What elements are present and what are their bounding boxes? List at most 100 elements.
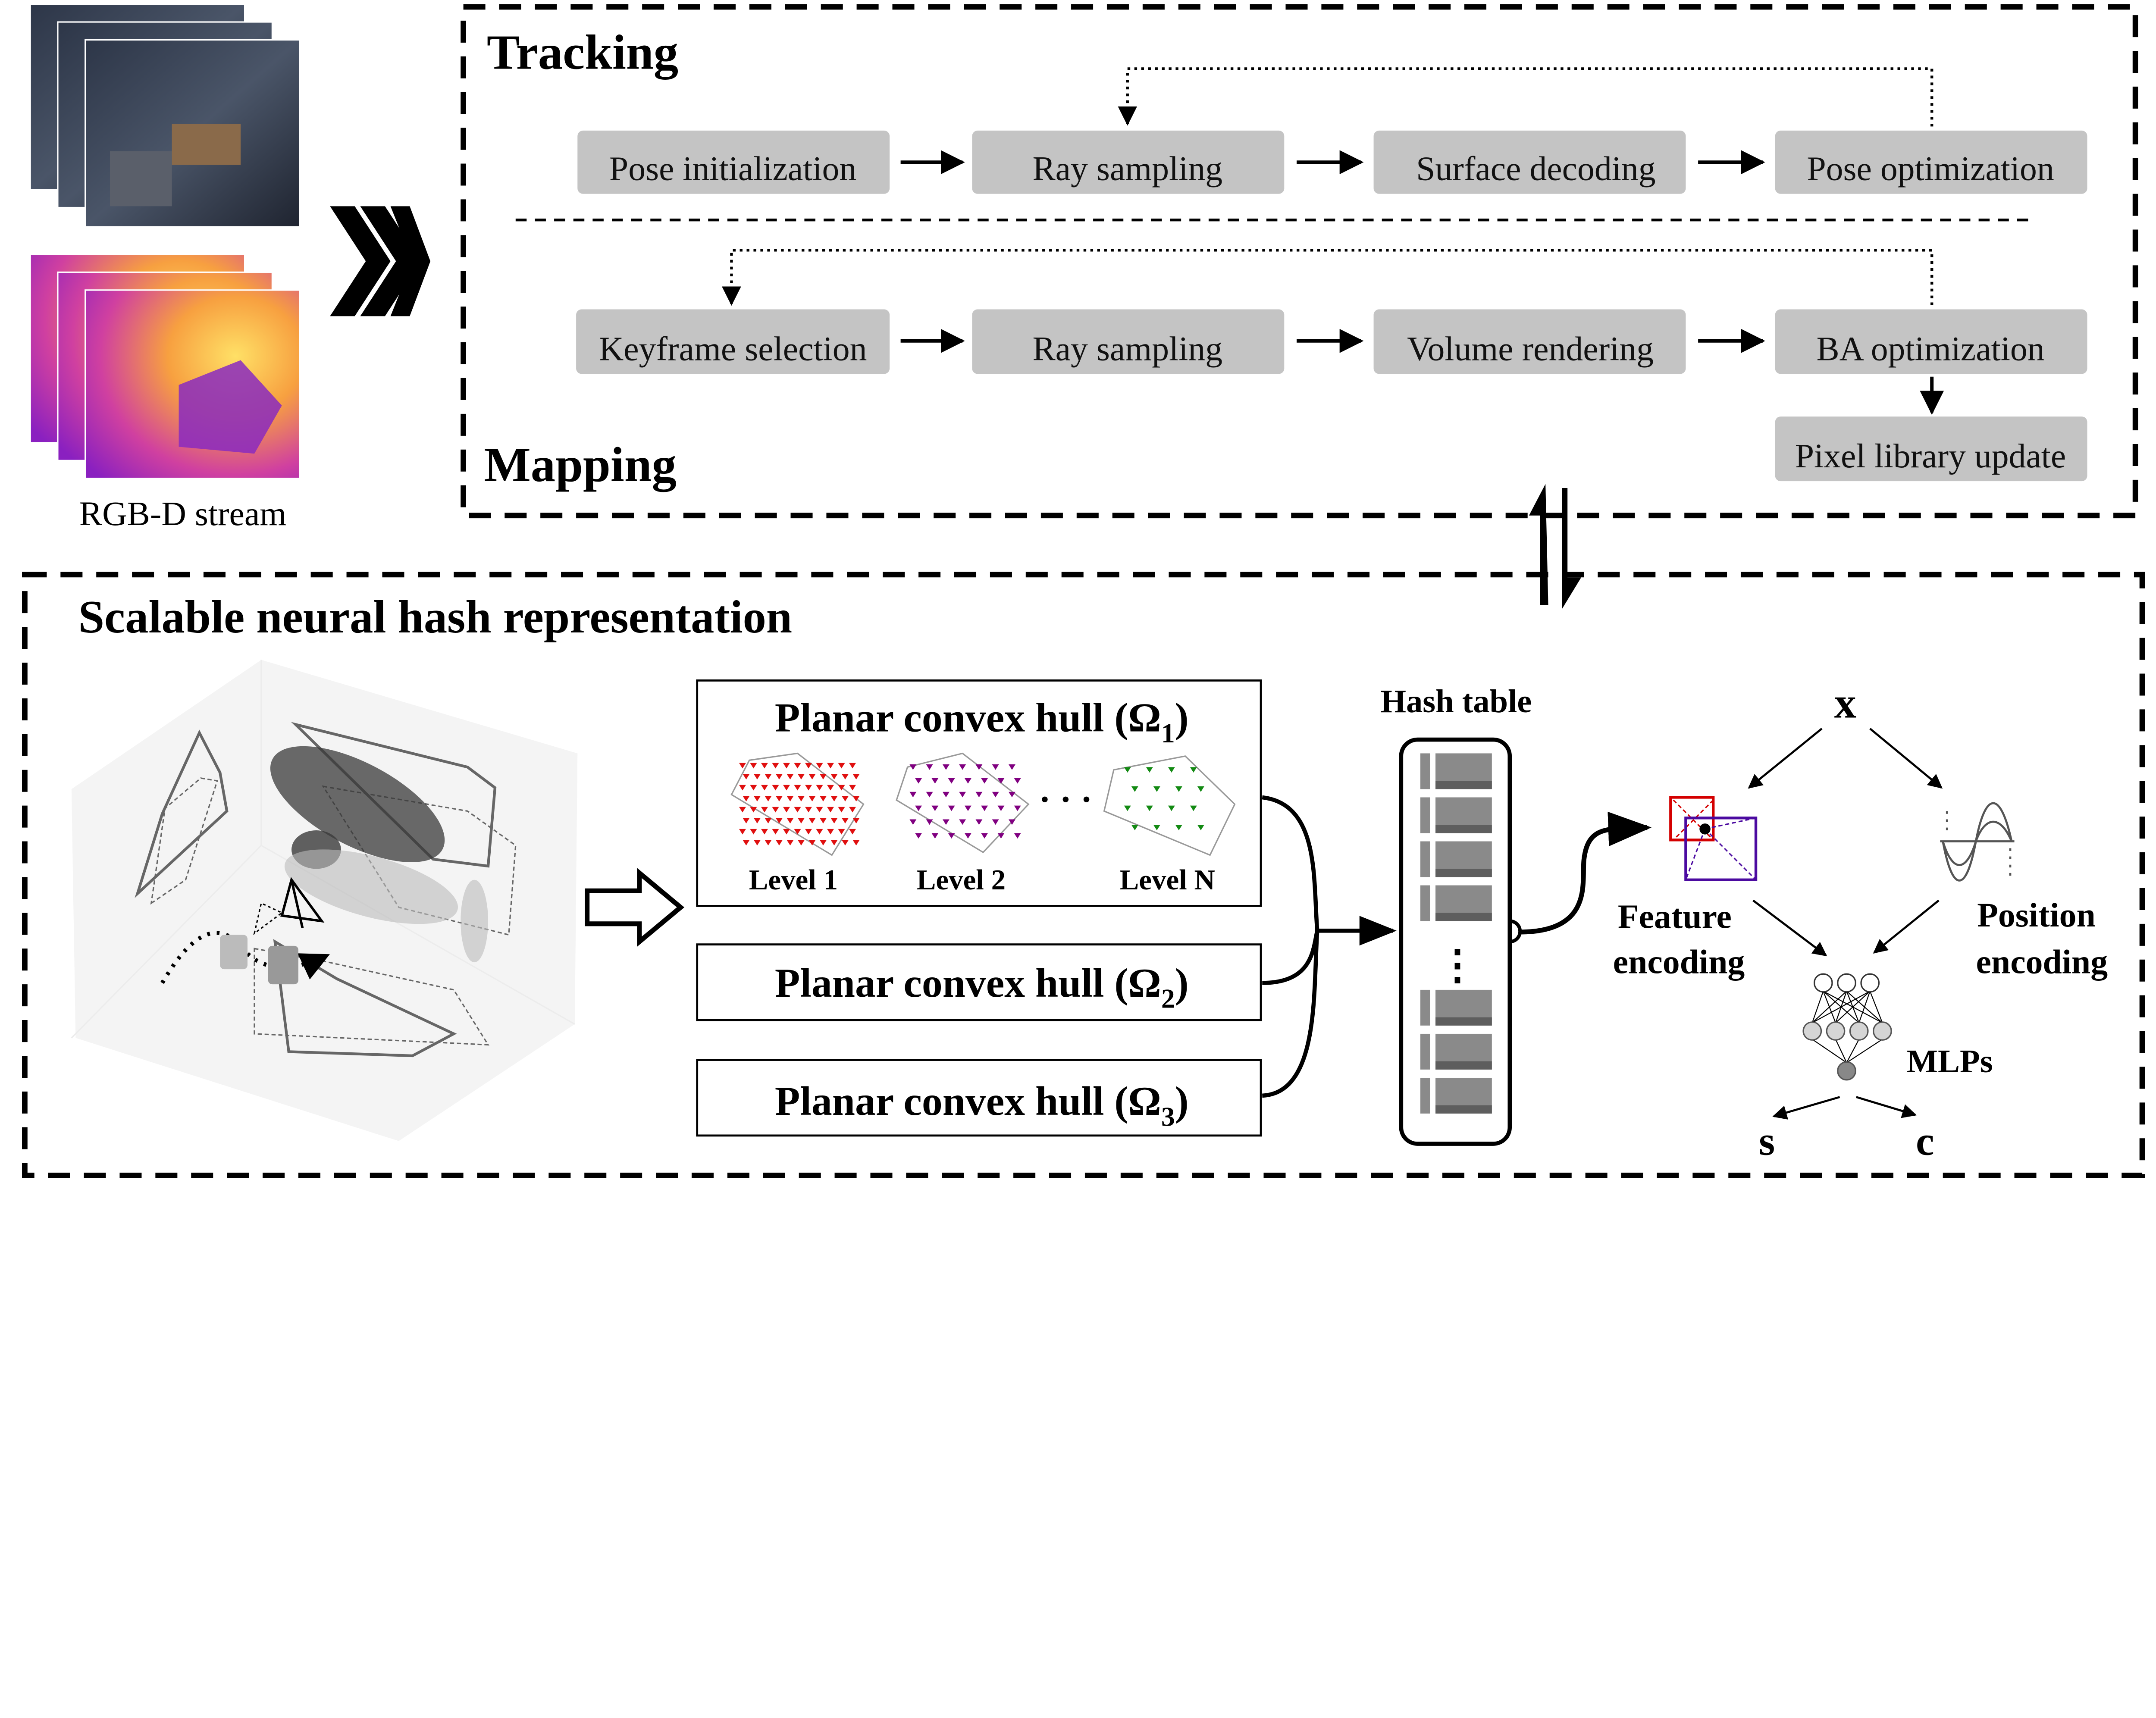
hash-to-feature-arrow bbox=[1519, 811, 1652, 935]
camera-frustum-icon bbox=[280, 877, 325, 929]
hash-entry-key bbox=[1420, 1077, 1430, 1114]
mapping-title: Mapping bbox=[484, 437, 677, 492]
mapping-feedback-arrow bbox=[722, 249, 1934, 306]
representation-title: Scalable neural hash representation bbox=[78, 591, 792, 643]
sample-point bbox=[849, 763, 856, 769]
sample-point bbox=[1131, 786, 1138, 792]
mlp-input-node bbox=[1813, 973, 1833, 993]
position-encoding-label: Position bbox=[1977, 896, 2096, 934]
sample-point bbox=[997, 778, 1005, 784]
sample-point bbox=[838, 807, 845, 813]
sample-point bbox=[761, 785, 768, 791]
level-2-label: Level 2 bbox=[917, 864, 1006, 896]
sample-point bbox=[761, 807, 768, 813]
sample-point bbox=[798, 818, 805, 824]
sample-point bbox=[753, 818, 761, 824]
level-1-label: Level 1 bbox=[749, 864, 838, 896]
step-label: Surface decoding bbox=[1416, 150, 1655, 188]
sample-point bbox=[948, 805, 955, 811]
step-label: Volume rendering bbox=[1407, 330, 1654, 368]
mlp-hidden-node bbox=[1826, 1021, 1846, 1041]
sample-point bbox=[964, 778, 971, 784]
sample-point bbox=[942, 792, 950, 798]
sample-point bbox=[975, 792, 983, 798]
mlp-network-icon bbox=[1802, 973, 1892, 1081]
mlp-input-node bbox=[1860, 973, 1880, 993]
sample-point bbox=[753, 840, 761, 846]
hash-entry-key bbox=[1420, 1033, 1430, 1070]
sample-point bbox=[772, 807, 779, 813]
sample-point bbox=[852, 818, 860, 824]
hull-title-2: Planar convex hull (Ω2) bbox=[775, 960, 1189, 1014]
feature-encoding-label: encoding bbox=[1613, 943, 1745, 981]
sample-point bbox=[816, 785, 823, 791]
sample-point bbox=[794, 763, 801, 769]
step-surface-decoding: Surface decoding bbox=[1373, 130, 1686, 194]
mlp-edge bbox=[1812, 1039, 1847, 1063]
level-n-hull bbox=[1103, 755, 1236, 856]
mlp-edge bbox=[1835, 1039, 1847, 1063]
hash-entry-shade bbox=[1435, 1105, 1492, 1114]
step-label: BA optimization bbox=[1816, 330, 2044, 368]
sample-point bbox=[959, 764, 966, 770]
sample-point bbox=[992, 764, 999, 770]
sample-point bbox=[915, 833, 922, 839]
sample-point bbox=[852, 774, 860, 780]
hull-title-1: Planar convex hull (Ω1) bbox=[775, 695, 1189, 748]
hull-box-1: Planar convex hull (Ω1) · · · Level 1 Le… bbox=[696, 679, 1262, 907]
sample-point bbox=[1008, 819, 1015, 825]
sample-point bbox=[820, 818, 827, 824]
sample-point bbox=[1190, 805, 1197, 811]
sample-point bbox=[808, 818, 816, 824]
output-s-label: s bbox=[1759, 1118, 1775, 1164]
step-pixel-library-update: Pixel library update bbox=[1775, 416, 2087, 482]
sample-point bbox=[1124, 805, 1131, 811]
sample-point bbox=[964, 805, 971, 811]
sample-point bbox=[981, 778, 988, 784]
step-volume-rendering: Volume rendering bbox=[1373, 309, 1686, 374]
mlp-input-node bbox=[1837, 973, 1856, 993]
sample-point bbox=[852, 840, 860, 846]
rgbd-stream-label: RGB-D stream bbox=[79, 495, 286, 533]
sample-point bbox=[849, 785, 856, 791]
hull-box-3: Planar convex hull (Ω3) bbox=[696, 1059, 1262, 1137]
hash-entry-key bbox=[1420, 989, 1430, 1026]
sample-point bbox=[1197, 786, 1204, 792]
sample-point bbox=[805, 763, 812, 769]
sample-point bbox=[959, 792, 966, 798]
sample-point bbox=[743, 774, 750, 780]
sample-point bbox=[761, 763, 768, 769]
hash-entry-key bbox=[1420, 753, 1430, 789]
hash-table-entries bbox=[1420, 753, 1492, 1114]
step-label: Ray sampling bbox=[1033, 330, 1223, 368]
sample-point bbox=[1197, 825, 1204, 831]
sample-point bbox=[775, 774, 783, 780]
sample-point bbox=[838, 763, 845, 769]
sample-point bbox=[1168, 805, 1175, 811]
mlp-edge bbox=[1846, 1039, 1860, 1063]
step-ba-optimization: BA optimization bbox=[1775, 309, 2087, 374]
sample-point bbox=[1014, 805, 1021, 811]
step-keyframe-selection: Keyframe selection bbox=[576, 309, 890, 374]
sample-point bbox=[975, 819, 983, 825]
sample-point bbox=[816, 829, 823, 835]
hash-ellipsis: ⋮ bbox=[1437, 942, 1478, 988]
chevron-arrows-icon bbox=[330, 206, 431, 316]
sample-point bbox=[775, 796, 783, 802]
level-2-hull bbox=[896, 752, 1030, 854]
sample-point bbox=[942, 764, 950, 770]
sample-point bbox=[798, 840, 805, 846]
mapping-steps: Keyframe selection Ray sampling Volume r… bbox=[576, 309, 2087, 482]
sample-point bbox=[827, 829, 834, 835]
sample-point bbox=[739, 785, 746, 791]
point-cloud bbox=[270, 746, 489, 963]
sample-point bbox=[787, 818, 794, 824]
sample-point bbox=[827, 785, 834, 791]
tracking-feedback-arrow bbox=[1118, 67, 1934, 127]
hash-entry-shade bbox=[1435, 869, 1492, 877]
sample-point bbox=[931, 805, 939, 811]
mlp-edge bbox=[1835, 991, 1871, 1023]
sample-point bbox=[750, 785, 757, 791]
sample-point bbox=[981, 833, 988, 839]
step-ray-sampling-tracking: Ray sampling bbox=[972, 130, 1285, 194]
